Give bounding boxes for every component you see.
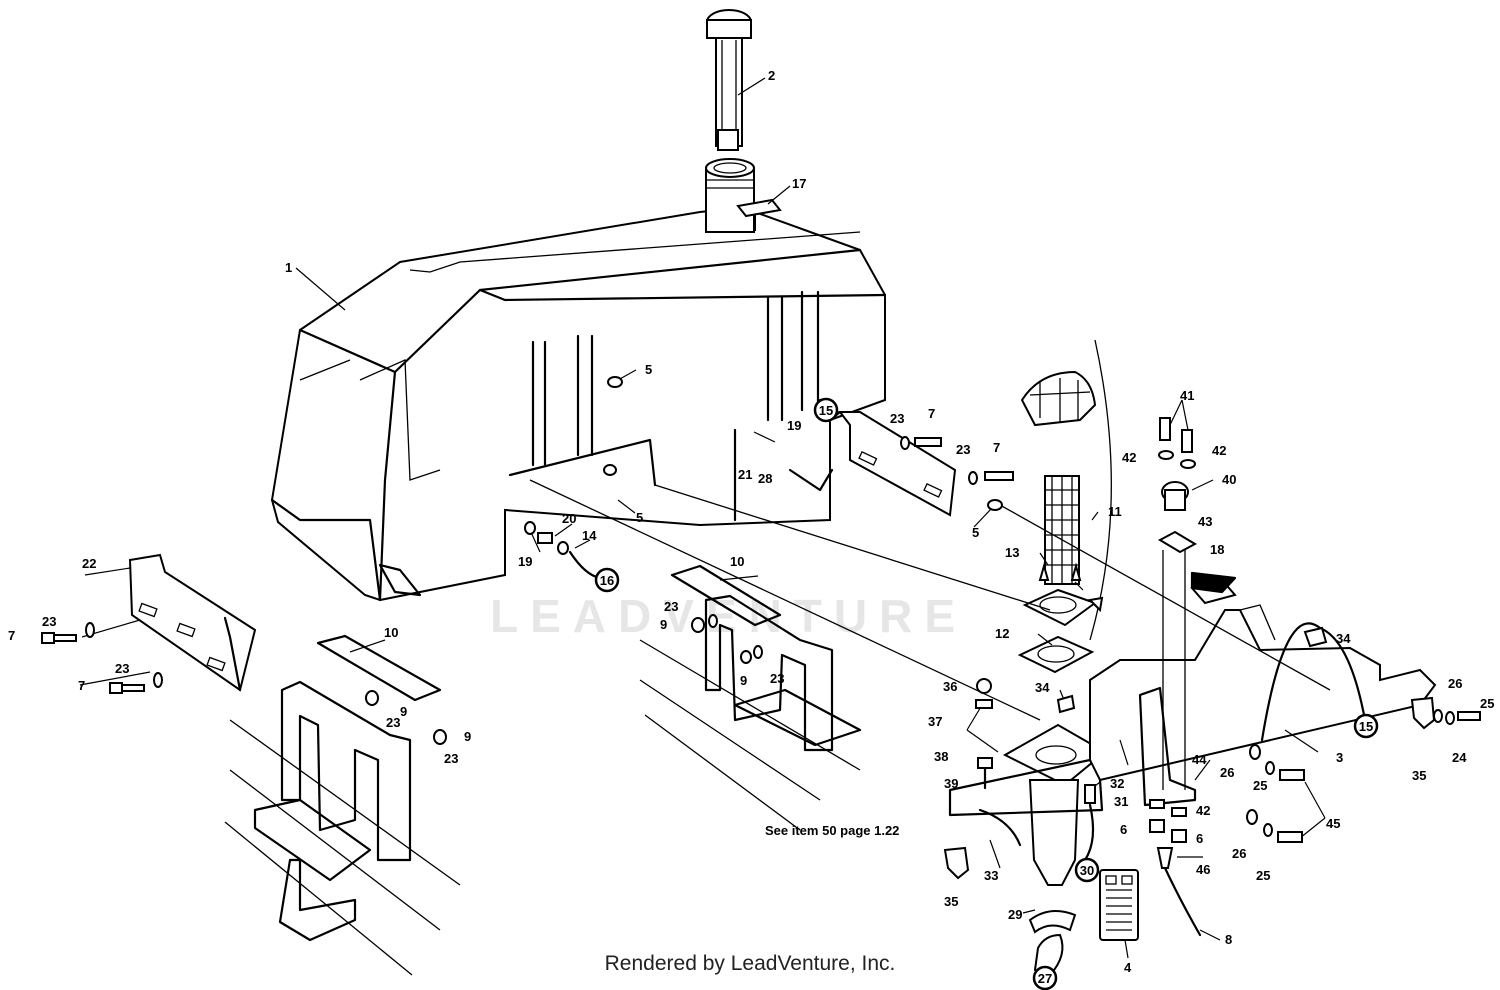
callout-41: 41 bbox=[1180, 388, 1194, 403]
callout-44: 44 bbox=[1192, 752, 1207, 767]
callout-23h: 23 bbox=[956, 442, 970, 457]
callout-20: 20 bbox=[562, 511, 576, 526]
callout-26c: 26 bbox=[1232, 846, 1246, 861]
callout-42a: 42 bbox=[1122, 450, 1136, 465]
callout-26a: 26 bbox=[1448, 676, 1462, 691]
callout-23e: 23 bbox=[664, 599, 678, 614]
callout-23c: 23 bbox=[386, 715, 400, 730]
circled-15a: 15 bbox=[819, 403, 833, 418]
cross-reference-note: See item 50 page 1.22 bbox=[765, 823, 899, 838]
callout-32: 32 bbox=[1110, 776, 1124, 791]
callout-25c: 25 bbox=[1256, 868, 1270, 883]
fuel-tag bbox=[736, 198, 782, 218]
callout-18: 18 bbox=[1210, 542, 1224, 557]
callout-23b: 23 bbox=[115, 661, 129, 676]
callout-8: 8 bbox=[1225, 932, 1232, 947]
callout-21: 21 bbox=[738, 467, 752, 482]
callout-labels: 1 2 3 4 5 5 5 6 6 7 7 7 7 8 9 9 9 9 10 1… bbox=[8, 68, 1494, 975]
hardware-bolts-washers bbox=[41, 376, 1481, 977]
middle-stand-frame bbox=[639, 564, 862, 831]
fuel-cap-dipstick bbox=[706, 9, 752, 151]
circled-27: 27 bbox=[1038, 971, 1052, 986]
callout-45: 45 bbox=[1326, 816, 1340, 831]
callout-9b: 9 bbox=[464, 729, 471, 744]
callout-11: 11 bbox=[1108, 504, 1122, 519]
circled-16: 16 bbox=[600, 573, 614, 588]
callout-35a: 35 bbox=[1412, 768, 1426, 783]
callout-35b: 35 bbox=[944, 894, 958, 909]
callout-38: 38 bbox=[934, 749, 948, 764]
callout-7b: 7 bbox=[78, 678, 85, 693]
callout-42c: 42 bbox=[1196, 803, 1210, 818]
callout-5c: 5 bbox=[972, 525, 979, 540]
circled-references: 15 15 16 27 30 bbox=[594, 397, 1379, 990]
tie-rod-1 bbox=[529, 479, 1041, 721]
tie-rod-2 bbox=[654, 484, 1051, 611]
callout-25b: 25 bbox=[1253, 778, 1267, 793]
callout-26b: 26 bbox=[1220, 765, 1234, 780]
callout-9a: 9 bbox=[400, 704, 407, 719]
callout-5b: 5 bbox=[636, 510, 643, 525]
callout-23g: 23 bbox=[890, 411, 904, 426]
callout-12: 12 bbox=[995, 626, 1009, 641]
callout-10b: 10 bbox=[384, 625, 398, 640]
callout-4: 4 bbox=[1124, 960, 1132, 975]
callout-24: 24 bbox=[1452, 750, 1467, 765]
callout-33: 33 bbox=[984, 868, 998, 883]
callout-34a: 34 bbox=[1336, 631, 1351, 646]
callout-6b: 6 bbox=[1196, 831, 1203, 846]
callout-34b: 34 bbox=[1035, 680, 1050, 695]
filter-boundary-arc bbox=[1089, 339, 1112, 641]
callout-31: 31 bbox=[1114, 794, 1128, 809]
callout-13: 13 bbox=[1005, 545, 1019, 560]
callout-23f: 23 bbox=[770, 671, 784, 686]
callout-14: 14 bbox=[582, 528, 597, 543]
callout-42b: 42 bbox=[1212, 443, 1226, 458]
callout-22: 22 bbox=[82, 556, 96, 571]
callout-9c: 9 bbox=[660, 617, 667, 632]
callout-28: 28 bbox=[758, 471, 772, 486]
watermark-text: LEADVENTURE bbox=[490, 590, 967, 642]
left-stand-frame bbox=[224, 634, 461, 976]
callout-46: 46 bbox=[1196, 862, 1210, 877]
left-mounting-bracket bbox=[128, 553, 257, 692]
callout-29: 29 bbox=[1008, 907, 1022, 922]
circled-15b: 15 bbox=[1359, 719, 1373, 734]
callout-40: 40 bbox=[1222, 472, 1236, 487]
callout-17: 17 bbox=[792, 176, 806, 191]
callout-5a: 5 bbox=[645, 362, 652, 377]
callout-23a: 23 bbox=[42, 614, 56, 629]
callout-19a: 19 bbox=[518, 554, 532, 569]
callout-2: 2 bbox=[768, 68, 775, 83]
callout-9d: 9 bbox=[740, 673, 747, 688]
callout-37: 37 bbox=[928, 714, 942, 729]
callout-19b: 19 bbox=[787, 418, 801, 433]
callout-7a: 7 bbox=[8, 628, 15, 643]
fuel-tank bbox=[270, 158, 887, 602]
circled-30: 30 bbox=[1080, 863, 1094, 878]
callout-3: 3 bbox=[1336, 750, 1343, 765]
callout-7d: 7 bbox=[993, 440, 1000, 455]
callout-39: 39 bbox=[944, 776, 958, 791]
right-frame-rail bbox=[948, 604, 1437, 817]
callout-6a: 6 bbox=[1120, 822, 1127, 837]
callout-36: 36 bbox=[943, 679, 957, 694]
callout-10a: 10 bbox=[730, 554, 744, 569]
callout-1: 1 bbox=[285, 260, 292, 275]
callout-7c: 7 bbox=[928, 406, 935, 421]
tie-rod-3 bbox=[999, 504, 1331, 691]
callout-43: 43 bbox=[1198, 514, 1212, 529]
callout-23d: 23 bbox=[444, 751, 458, 766]
callout-25a: 25 bbox=[1480, 696, 1494, 711]
render-credit-footer: Rendered by LeadVenture, Inc. bbox=[604, 952, 896, 975]
